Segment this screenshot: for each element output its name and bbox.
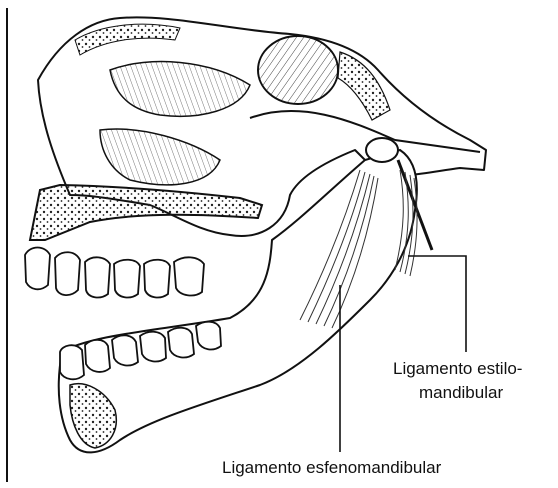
sphenomandibular-ligament-label: Ligamento esfenomandibular: [222, 458, 441, 478]
upper-teeth: [25, 248, 204, 298]
stylomandibular-leader-line: [408, 256, 466, 352]
condyle: [366, 138, 398, 162]
stylomandibular-ligament-label-line2: mandibular: [419, 383, 503, 403]
stylomandibular-ligament-label-line1: Ligamento estilo-: [393, 359, 522, 379]
orbit-cavity: [258, 36, 338, 104]
